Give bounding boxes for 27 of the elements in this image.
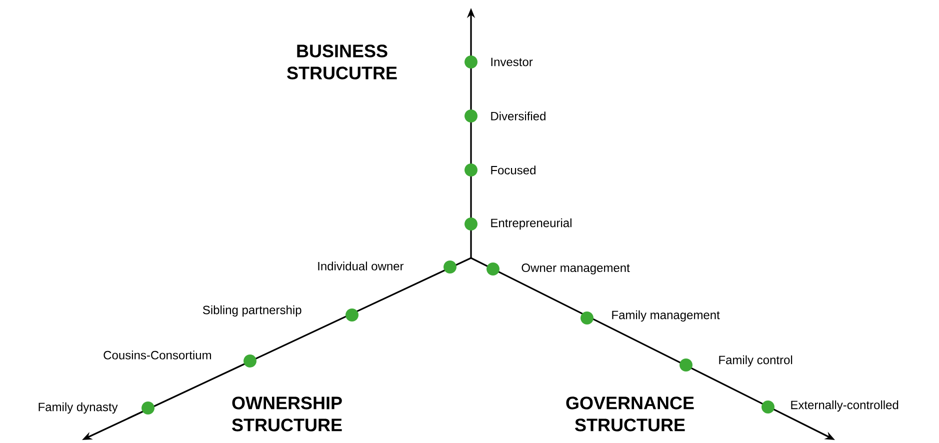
axis-title: OWNERSHIP STRUCTURE	[232, 396, 342, 432]
axis-title: BUSINESS STRUCUTRE	[287, 44, 397, 80]
point-label: Focused	[491, 166, 536, 174]
point-label: Sibling partnership	[202, 305, 302, 317]
point-label: Externally-controlled	[791, 400, 898, 412]
point-label: Family management	[612, 310, 720, 322]
dot	[486, 262, 500, 276]
point-label: Owner management	[522, 264, 630, 274]
dot	[142, 402, 154, 414]
point-label: Investor	[491, 58, 533, 66]
point-label: Individual owner	[318, 262, 404, 270]
dot	[244, 354, 256, 368]
point-label: Diversified	[491, 112, 546, 120]
dot	[464, 110, 478, 122]
dot	[464, 164, 478, 176]
dot	[444, 260, 456, 274]
dot	[580, 312, 594, 324]
dot	[464, 218, 478, 230]
point-label: Cousins-Consortium	[104, 350, 211, 360]
dot	[464, 56, 478, 68]
point-label: Entrepreneurial	[491, 218, 572, 230]
point-label: Family dynasty	[38, 402, 118, 414]
dot	[680, 358, 692, 372]
point-label: Family control	[719, 355, 792, 367]
axis-title: GOVERNANCE STRUCTURE	[566, 396, 694, 432]
dot	[762, 400, 774, 414]
dot	[346, 308, 358, 322]
